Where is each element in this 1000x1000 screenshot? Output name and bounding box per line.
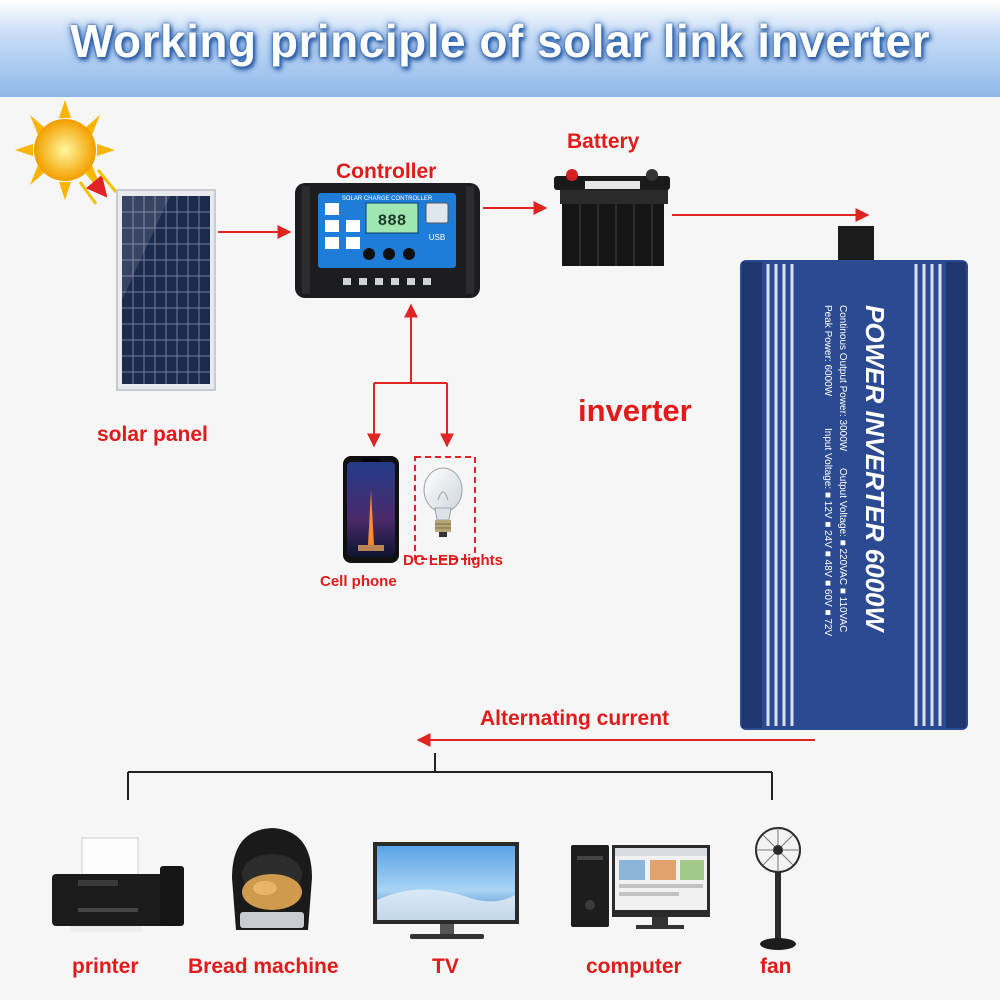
tv-icon bbox=[373, 842, 519, 939]
battery-icon bbox=[554, 169, 670, 266]
label-cell-phone: Cell phone bbox=[320, 573, 397, 590]
printer-icon bbox=[52, 837, 184, 932]
sunlight-rays-icon bbox=[78, 169, 118, 205]
sun-icon bbox=[15, 100, 115, 200]
appliance-distribution-lines bbox=[127, 753, 773, 800]
inverter-spec-peak: Peak Power: 6000W bbox=[822, 305, 833, 397]
inverter-spec-input: Input Voltage: ■ 12V ■ 24V ■ 48V ■ 60V ■… bbox=[822, 428, 833, 636]
solar-panel-icon bbox=[116, 189, 216, 391]
computer-icon bbox=[571, 845, 710, 929]
label-controller: Controller bbox=[336, 160, 437, 183]
inverter-spec-output: Output Voltage: ■ 220VAC ■ 110VAC bbox=[837, 468, 848, 632]
cell-phone-icon bbox=[343, 456, 399, 563]
arrow-loads-to-controller bbox=[367, 303, 454, 448]
led-bulb-icon bbox=[414, 456, 476, 560]
label-battery: Battery bbox=[567, 130, 640, 153]
inverter-brand-title: POWER INVERTER 6000W bbox=[860, 305, 890, 634]
controller-screen-title: SOLAR CHARGE CONTROLLER bbox=[342, 196, 433, 202]
label-alternating-current: Alternating current bbox=[480, 707, 670, 730]
title-banner: Working principle of solar link inverter bbox=[0, 0, 1000, 97]
label-bread-machine: Bread machine bbox=[188, 955, 339, 978]
label-dc-led-lights: DC LED lights bbox=[403, 552, 503, 569]
label-inverter: inverter bbox=[578, 393, 692, 428]
controller-usb-label: USB bbox=[429, 233, 445, 242]
label-fan: fan bbox=[760, 955, 792, 978]
page-title: Working principle of solar link inverter bbox=[69, 15, 931, 67]
label-computer: computer bbox=[586, 955, 682, 978]
label-solar-panel: solar panel bbox=[97, 423, 208, 446]
fan-icon bbox=[755, 827, 801, 950]
label-printer: printer bbox=[72, 955, 139, 978]
bread-machine-icon bbox=[232, 828, 312, 930]
label-tv: TV bbox=[432, 955, 459, 978]
controller-display: 888 bbox=[378, 212, 407, 230]
inverter-spec-continuous: Continous Output Power: 3000W bbox=[837, 305, 848, 452]
charge-controller-icon: 888 SOLAR CHARGE CONTROLLER USB bbox=[295, 183, 480, 298]
power-inverter-icon: POWER INVERTER 6000W Continous Output Po… bbox=[740, 226, 968, 730]
